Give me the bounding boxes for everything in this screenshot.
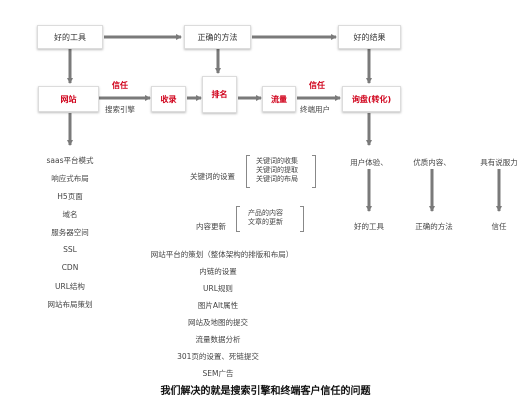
- persuasion-label: 具有说服力: [480, 158, 518, 167]
- traffic-box: 流量: [262, 86, 296, 112]
- website-list-item: URL结构: [55, 282, 85, 291]
- content-item: 文章的更新: [248, 218, 283, 226]
- website-list-item: 服务器空间: [51, 228, 89, 237]
- ranking-box: 排名: [202, 76, 237, 113]
- footer-caption: 我们解决的就是搜索引擎和终端客户信任的问题: [160, 386, 371, 397]
- website-list-item: CDN: [61, 263, 79, 272]
- good-result-box: 好的结果: [338, 25, 401, 49]
- content-items: 产品的内容 文章的更新: [248, 209, 283, 227]
- quality-content-label: 优质内容、: [413, 158, 451, 167]
- method-list-item: SEM广告: [202, 369, 234, 378]
- method-list-item: 流量数据分析: [195, 335, 241, 344]
- website-list-item: 网站布局策划: [47, 300, 93, 309]
- end-user-label: 终端用户: [300, 105, 330, 114]
- content-update-label: 内容更新: [196, 222, 226, 231]
- right-method-label: 正确的方法: [197, 32, 238, 42]
- inquiry-label: 询盘(转化): [351, 94, 392, 104]
- website-label: 网站: [60, 94, 77, 104]
- traffic-label: 流量: [271, 94, 287, 104]
- method-list-item: URL规则: [203, 284, 233, 293]
- website-list-item: 域名: [62, 210, 78, 219]
- good-result-label: 好的结果: [353, 32, 386, 42]
- result-right-method-label: 正确的方法: [415, 222, 453, 231]
- method-list-item: 图片Alt属性: [197, 301, 239, 310]
- keyword-item: 关键词的布局: [256, 175, 298, 183]
- method-list-item: 网站平台的策划（整体架构的排版和布局）: [150, 250, 294, 259]
- good-tools-label: 好的工具: [54, 32, 86, 42]
- result-good-tools-label: 好的工具: [354, 222, 384, 231]
- search-engine-label: 搜索引擎: [105, 105, 135, 114]
- good-tools-box: 好的工具: [37, 25, 103, 49]
- method-list-item: 网站及地图的提交: [188, 318, 248, 327]
- keyword-item: 关键词的提取: [256, 166, 298, 174]
- keyword-item: 关键词的收集: [256, 157, 298, 165]
- website-list-item: H5页面: [57, 192, 83, 201]
- website-list-item: SSL: [63, 245, 77, 254]
- content-bracket-right: [300, 206, 304, 232]
- keyword-bracket-left: [246, 155, 250, 188]
- method-list-item: 内链的设置: [199, 267, 237, 276]
- method-list-item: 301页的设置、死链提交: [177, 352, 259, 361]
- inquiry-box: 询盘(转化): [342, 86, 401, 112]
- content-bracket-left: [236, 206, 240, 232]
- keyword-items: 关键词的收集 关键词的提取 关键词的布局: [256, 157, 298, 184]
- trust-right-label: 信任: [309, 81, 325, 90]
- trust-left-label: 信任: [112, 81, 128, 90]
- website-box: 网站: [38, 86, 99, 112]
- right-method-box: 正确的方法: [184, 25, 251, 49]
- indexing-box: 收录: [151, 86, 186, 112]
- website-list-item: 响应式布局: [51, 174, 89, 183]
- indexing-label: 收录: [160, 94, 177, 104]
- user-experience-label: 用户体验、: [350, 158, 388, 167]
- keyword-bracket-right: [312, 155, 316, 188]
- result-trust-label: 信任: [491, 222, 507, 231]
- website-list-item: saas平台模式: [46, 156, 94, 165]
- ranking-label: 排名: [211, 90, 228, 99]
- content-item: 产品的内容: [248, 209, 283, 217]
- keyword-setting-label: 关键词的设置: [190, 172, 235, 181]
